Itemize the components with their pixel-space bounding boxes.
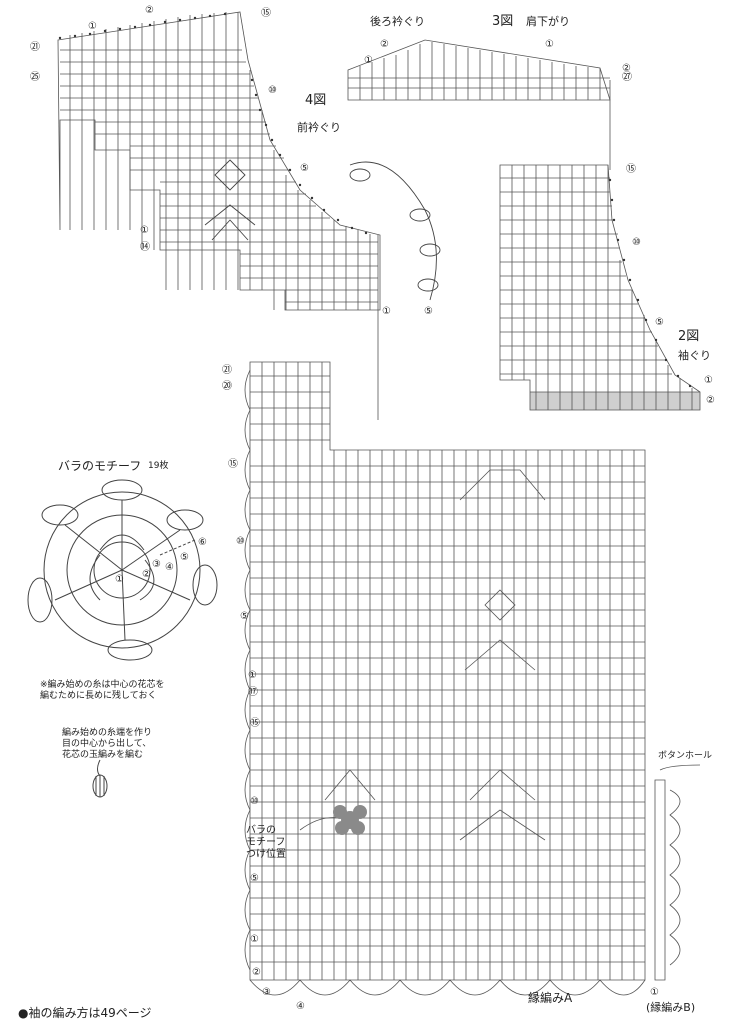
motif-marker-3: ③: [152, 559, 161, 570]
fig3-title: 3図: [492, 14, 514, 29]
fig4-fan-motif: [204, 204, 256, 241]
body-fan-motif-left: [324, 769, 376, 801]
body-marker-3: ③: [262, 987, 271, 998]
fig3-marker-27: ㉗: [622, 72, 632, 83]
rose-motif-placement-mark: [333, 805, 367, 835]
body-marker-1b: ①: [250, 934, 259, 945]
fig4-subtitle: 前衿ぐり: [297, 121, 341, 134]
fig2-subtitle: 袖ぐり: [678, 349, 711, 362]
motif-note-1: ※編み始めの糸は中心の花芯を 編むために長めに残しておく: [40, 680, 165, 701]
motif-petal-top-right: [166, 509, 204, 531]
motif-petal-bottom: [107, 639, 153, 661]
button-band-scallops: [669, 789, 681, 966]
motif-marker-4: ④: [165, 562, 174, 573]
motif-marker-2: ②: [142, 569, 151, 580]
fig3-marker-2: ②: [380, 39, 389, 50]
fig2-grid: [500, 165, 700, 410]
motif-marker-6: ⑥: [198, 537, 207, 548]
fig4-scallop-1: [349, 168, 371, 182]
fig4-marker-5: ⑤: [300, 163, 309, 174]
fig3-grid: [348, 42, 610, 100]
body-marker-2: ②: [252, 967, 261, 978]
fig4-title: 4図: [305, 93, 327, 108]
fig2-shaded-band: [530, 392, 700, 410]
fig2-outline: [499, 164, 701, 411]
fig3-marker-1b: ①: [364, 55, 373, 66]
button-band: [654, 779, 666, 981]
fig2-marker-10: ⑩: [632, 237, 641, 248]
motif-leader: [159, 539, 196, 556]
fig3-marker-1: ①: [545, 39, 554, 50]
body-marker-4: ④: [296, 1001, 305, 1012]
back-neck-label: 後ろ衿ぐり: [370, 15, 425, 28]
fig4-marker-14: ⑭: [140, 242, 150, 253]
fig4-scallop-2: [409, 208, 431, 222]
body-marker-1: ①: [248, 670, 257, 681]
edge-b-marker-1: ①: [650, 987, 659, 998]
fig4-diamond-motif: [214, 159, 246, 191]
fig4-marker-2: ②: [145, 5, 154, 16]
body-marker-17: ⑰: [248, 687, 258, 698]
fig3-marker-2b: ②: [622, 63, 631, 74]
fig4-marker-10: ⑩: [268, 85, 277, 96]
motif-petal-top-left: [41, 504, 79, 526]
body-bottom-border: [249, 979, 646, 996]
body-marker-21: ㉑: [222, 365, 232, 376]
body-marker-5: ⑤: [240, 611, 249, 622]
footer-note: ●袖の編み方は49ページ: [18, 1006, 152, 1020]
body-grid-verticals: [261, 362, 635, 980]
body-marker-15b: ⑮: [250, 718, 260, 729]
fig4-marker-1b: ①: [140, 225, 149, 236]
fig2-title: 2図: [678, 329, 700, 344]
edge-b-label: (縁編みB): [646, 1001, 696, 1014]
motif-petal-right: [192, 564, 218, 606]
motif-outer-ring: [43, 491, 201, 649]
motif-petal-left: [27, 577, 53, 623]
fig2-marker-1: ①: [704, 375, 713, 386]
body-fan-motif-mid: [464, 639, 536, 671]
fig4-scallop-4: [417, 278, 439, 292]
fig4-marker-5b: ⑤: [424, 306, 433, 317]
fig4-marker-25: ㉕: [30, 72, 40, 83]
motif-marker-1: ①: [115, 574, 124, 585]
body-marker-10b: ⑩: [250, 796, 259, 807]
fig4-marker-1: ①: [88, 21, 97, 32]
motif-title: バラのモチーフ: [58, 459, 142, 473]
body-grid-horizontals: [250, 375, 645, 963]
body-left-edge: [244, 369, 251, 971]
edge-a-label: 縁編みA: [528, 991, 573, 1005]
fig4-edge-arc: [349, 161, 437, 301]
fig2-marker-2: ②: [706, 395, 715, 406]
fig4-outline: [57, 11, 381, 311]
fig4-marker-1c: ①: [382, 306, 391, 317]
button-hole-leader: [659, 764, 701, 771]
fig4-marker-15: ⑮: [261, 8, 271, 19]
fig4-scallop-3: [419, 243, 441, 257]
body-diamond-motif: [484, 589, 516, 621]
body-marker-5b: ⑤: [250, 873, 259, 884]
motif-count: 19枚: [148, 461, 169, 471]
body-fan-motif-top: [459, 469, 546, 501]
body-marker-10: ⑩: [236, 536, 245, 547]
body-fan-motif-right: [459, 769, 546, 841]
motif-note-2: 編み始めの糸端を作り 目の中心から出して、 花芯の玉編みを編む: [62, 728, 153, 760]
fig3-subtitle: 肩下がり: [526, 15, 570, 28]
fig2-marker-15: ⑮: [626, 164, 636, 175]
button-hole-label: ボタンホール: [658, 751, 713, 761]
motif-position-label: バラの モチーフ つけ位置: [246, 825, 286, 860]
motif-marker-5: ⑤: [180, 552, 189, 563]
fig4-grid-horizontals: [60, 49, 378, 303]
fig2-marker-5: ⑤: [655, 317, 664, 328]
fig4-marker-21: ㉑: [30, 42, 40, 53]
body-marker-20: ⑳: [222, 381, 232, 392]
fig3-outline: [347, 39, 611, 101]
body-marker-15: ⑮: [228, 459, 238, 470]
